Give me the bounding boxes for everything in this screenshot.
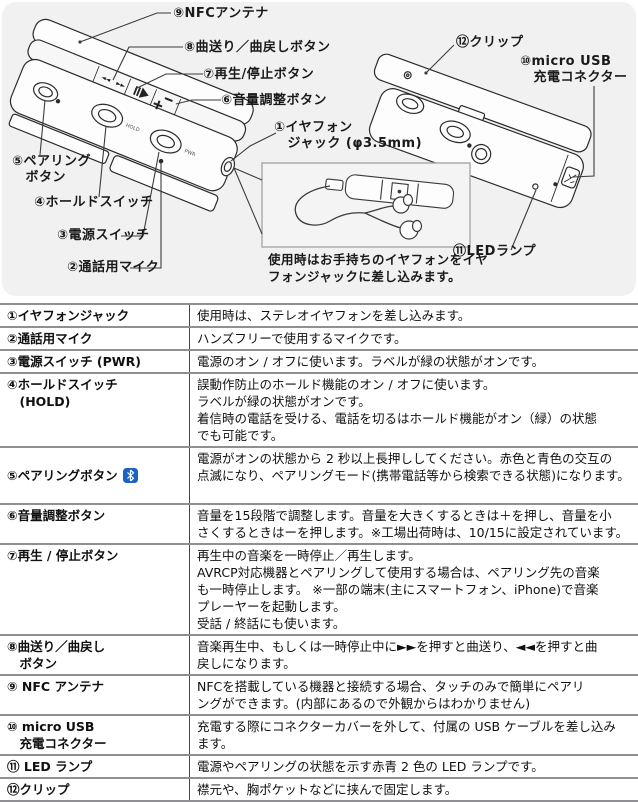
part-name-cell: ⑦再生 / 停止ボタン bbox=[0, 544, 190, 635]
table-row: ⑩ micro USB 充電コネクター 充電する際にコネクターカバーを外して、付… bbox=[0, 715, 638, 755]
part-name: ⑩ micro USB 充電コネクター bbox=[7, 719, 107, 751]
part-desc-cell: NFCを搭載している機器と接続する場合、タッチのみで簡単にペアリ ングができます… bbox=[190, 675, 638, 715]
part-name: ①イヤフォンジャック bbox=[7, 308, 129, 323]
part-name-cell: ⑨ NFC アンテナ bbox=[0, 675, 190, 715]
part-name: ⑦再生 / 停止ボタン bbox=[7, 548, 118, 563]
callout-label-nfc: ⑨NFCアンテナ bbox=[173, 6, 269, 22]
part-name-cell: ⑤ペアリングボタン bbox=[0, 447, 190, 504]
manual-page: { "diagram": { "labels": { "nfc": "⑨NFCア… bbox=[0, 0, 638, 766]
part-desc-cell: 襟元や、胸ポケットなどに挟んで固定します。 bbox=[190, 778, 638, 801]
callout-label-track: ⑧曲送り／曲戻しボタン bbox=[184, 40, 331, 56]
part-name-cell: ⑩ micro USB 充電コネクター bbox=[0, 715, 190, 755]
part-desc-cell: ハンズフリーで使用するマイクです。 bbox=[190, 327, 638, 350]
part-desc-cell: 再生中の音楽を一時停止／再生します。 AVRCP対応機器とペアリングして使用する… bbox=[190, 544, 638, 635]
part-desc-cell: 電源のオン / オフに使います。ラベルが緑の状態がオンです。 bbox=[190, 350, 638, 373]
part-name: ②通話用マイク bbox=[7, 331, 92, 346]
inset-caption: 使用時はお手持ちのイヤフォンをイヤ フォンジャックに差し込みます。 bbox=[268, 251, 488, 285]
part-name: ⑨ NFC アンテナ bbox=[7, 679, 104, 694]
part-name-cell: ①イヤフォンジャック bbox=[0, 304, 190, 327]
part-name: ⑫クリップ bbox=[7, 782, 70, 797]
part-desc-cell: 電源やペアリングの状態を示す赤青 2 色の LED ランプです。 bbox=[190, 755, 638, 778]
part-name-cell: ⑧曲送り／曲戻し ボタン bbox=[0, 635, 190, 675]
callout-label-play: ⑦再生/停止ボタン bbox=[203, 67, 314, 83]
part-name-cell: ③電源スイッチ (PWR) bbox=[0, 350, 190, 373]
callout-label-jack: ①イヤフォン ジャック (φ3.5mm) bbox=[274, 120, 422, 152]
part-desc-cell: 音量を15段階で調整します。音量を大きくするときは＋を押し、音量を小 さくすると… bbox=[190, 504, 638, 544]
callout-label-pairing: ⑤ペアリング ボタン bbox=[12, 154, 91, 186]
bluetooth-icon bbox=[123, 468, 138, 483]
callout-label-volume: ⑥音量調整ボタン bbox=[221, 93, 327, 109]
callout-label-hold: ④ホールドスイッチ bbox=[34, 195, 154, 211]
table-row: ⑦再生 / 停止ボタン 再生中の音楽を一時停止／再生します。 AVRCP対応機器… bbox=[0, 544, 638, 635]
callout-label-power: ③電源スイッチ bbox=[57, 228, 150, 244]
callout-label-mic: ②通話用マイク bbox=[67, 260, 159, 276]
table-row: ①イヤフォンジャック 使用時は、ステレオイヤフォンを差し込みます。 bbox=[0, 304, 638, 327]
table-row: ⑪ LED ランプ 電源やペアリングの状態を示す赤青 2 色の LED ランプで… bbox=[0, 755, 638, 778]
table-row: ⑤ペアリングボタン 電源がオンの状態から 2 秒以上長押ししてください。赤色と青… bbox=[0, 447, 638, 504]
part-desc-cell: 音楽再生中、もしくは一時停止中に►►を押すと曲送り、◄◄を押すと曲 戻しになりま… bbox=[190, 635, 638, 675]
earphone-inset bbox=[262, 163, 470, 247]
part-name-cell: ④ホールドスイッチ (HOLD) bbox=[0, 373, 190, 447]
callout-label-usb: ⑩micro USB 充電コネクター bbox=[520, 54, 627, 86]
leader-clip bbox=[426, 45, 454, 73]
table-row: ②通話用マイク ハンズフリーで使用するマイクです。 bbox=[0, 327, 638, 350]
table-row: ⑨ NFC アンテナ NFCを搭載している機器と接続する場合、タッチのみで簡単に… bbox=[0, 675, 638, 715]
part-name: ⑪ LED ランプ bbox=[7, 759, 92, 774]
part-name: ⑤ペアリングボタン bbox=[7, 467, 118, 484]
table-row: ⑫クリップ 襟元や、胸ポケットなどに挟んで固定します。 bbox=[0, 778, 638, 801]
part-desc-cell: 充電する際にコネクターカバーを外して、付属の USB ケーブルを差し込み ます。 bbox=[190, 715, 638, 755]
table-row: ④ホールドスイッチ (HOLD) 誤動作防止のホールド機能のオン / オフに使い… bbox=[0, 373, 638, 447]
part-desc-cell: 電源がオンの状態から 2 秒以上長押ししてください。赤色と青色の交互の 点滅にな… bbox=[190, 447, 638, 504]
parts-spec-table: ①イヤフォンジャック 使用時は、ステレオイヤフォンを差し込みます。 ②通話用マイ… bbox=[0, 303, 638, 802]
leader-led bbox=[511, 190, 536, 250]
part-name: ③電源スイッチ (PWR) bbox=[7, 354, 141, 369]
part-name: ⑥音量調整ボタン bbox=[7, 508, 105, 523]
part-name-cell: ②通話用マイク bbox=[0, 327, 190, 350]
part-desc-cell: 誤動作防止のホールド機能のオン / オフに使います。 ラベルが緑の状態がオンです… bbox=[190, 373, 638, 447]
bt-mark-dot bbox=[467, 143, 471, 147]
part-name-cell: ⑥音量調整ボタン bbox=[0, 504, 190, 544]
part-name-cell: ⑫クリップ bbox=[0, 778, 190, 801]
part-desc-cell: 使用時は、ステレオイヤフォンを差し込みます。 bbox=[190, 304, 638, 327]
table-row: ⑥音量調整ボタン 音量を15段階で調整します。音量を大きくするときは＋を押し、音… bbox=[0, 504, 638, 544]
part-name: ⑧曲送り／曲戻し ボタン bbox=[7, 639, 105, 671]
part-name: ④ホールドスイッチ (HOLD) bbox=[7, 377, 118, 409]
table-row: ③電源スイッチ (PWR) 電源のオン / オフに使います。ラベルが緑の状態がオ… bbox=[0, 350, 638, 373]
part-name-cell: ⑪ LED ランプ bbox=[0, 755, 190, 778]
callout-label-clip: ⑫クリップ bbox=[456, 35, 524, 51]
table-row: ⑧曲送り／曲戻し ボタン 音楽再生中、もしくは一時停止中に►►を押すと曲送り、◄… bbox=[0, 635, 638, 675]
